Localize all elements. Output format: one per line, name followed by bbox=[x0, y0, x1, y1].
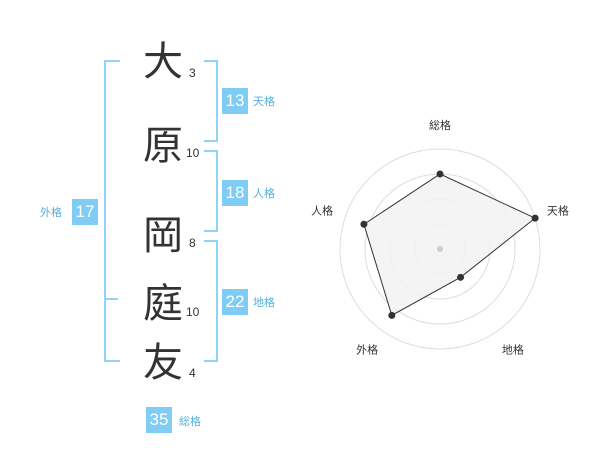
gaikaku-bracket-split-tick bbox=[104, 298, 118, 300]
kanji-char-2: 原 bbox=[143, 123, 183, 169]
kanji-char-1: 大 bbox=[143, 39, 183, 85]
kanji-char-5: 友 bbox=[143, 340, 183, 386]
radar-center-dot bbox=[437, 246, 443, 252]
gaikaku-bracket bbox=[104, 60, 120, 362]
radar-ring bbox=[339, 148, 541, 350]
radar-axis-label-gaikaku: 外格 bbox=[356, 342, 378, 356]
radar-point-2 bbox=[457, 273, 465, 281]
kanji-char-4: 庭 bbox=[143, 281, 183, 327]
stroke-count-1: 3 bbox=[189, 66, 196, 80]
radar-axis-label-chikaku: 地格 bbox=[502, 342, 524, 356]
chikaku-label: 地格 bbox=[253, 296, 275, 309]
stroke-count-4: 10 bbox=[186, 305, 200, 319]
soukaku-label: 総格 bbox=[179, 415, 201, 428]
chikaku-bracket bbox=[204, 240, 218, 362]
jinkaku-bracket bbox=[204, 150, 218, 232]
tenkaku-value-badge: 13 bbox=[222, 88, 248, 114]
kanji-char-3: 岡 bbox=[143, 213, 183, 259]
stroke-count-3: 8 bbox=[189, 236, 196, 250]
tenkaku-label: 天格 bbox=[253, 95, 275, 108]
soukaku-value-badge: 35 bbox=[146, 407, 172, 433]
radar-point-4 bbox=[360, 220, 368, 228]
gaikaku-label: 外格 bbox=[40, 206, 62, 219]
radar-point-3 bbox=[388, 311, 396, 319]
radar-axis-label-tenkaku: 天格 bbox=[547, 204, 569, 218]
radar-axis-label-jinkaku: 人格 bbox=[311, 204, 333, 218]
jinkaku-value-badge: 18 bbox=[222, 180, 248, 206]
chikaku-value-badge: 22 bbox=[222, 289, 248, 315]
radar-point-0 bbox=[436, 170, 444, 178]
tenkaku-bracket bbox=[204, 60, 218, 142]
radar-axis-label-soukaku: 総格 bbox=[429, 118, 451, 132]
gaikaku-value-badge: 17 bbox=[72, 199, 98, 225]
stroke-count-2: 10 bbox=[186, 146, 200, 160]
radar-value-polygon bbox=[363, 173, 537, 317]
stroke-count-5: 4 bbox=[189, 366, 196, 380]
radar-point-1 bbox=[531, 214, 539, 222]
jinkaku-label: 人格 bbox=[253, 187, 275, 200]
radar-points bbox=[360, 170, 539, 319]
